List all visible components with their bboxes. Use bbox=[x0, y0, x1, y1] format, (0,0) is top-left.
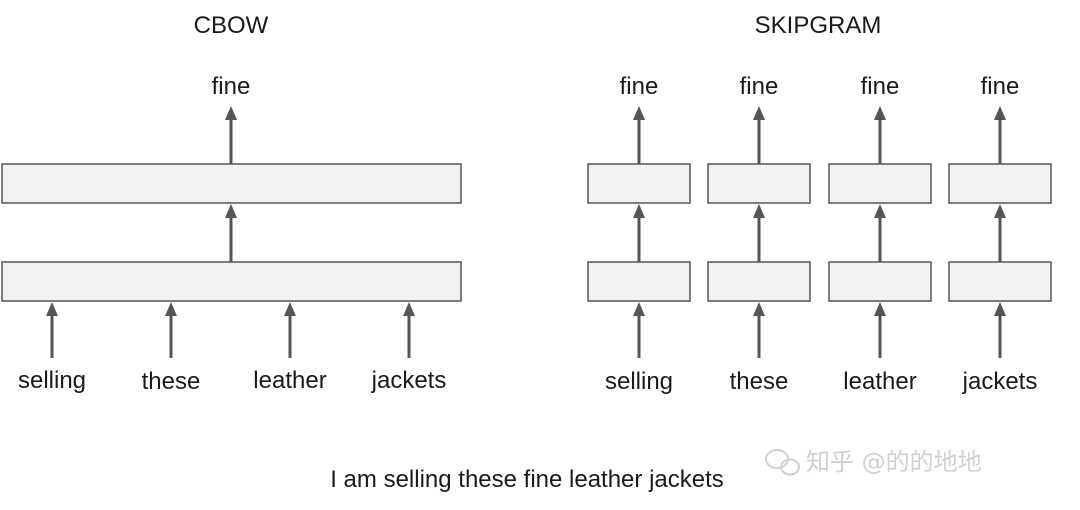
skipgram-hidden-box-3 bbox=[828, 261, 932, 302]
cbow-input-arrow-selling bbox=[46, 302, 58, 358]
skipgram-output-arrow-1 bbox=[633, 106, 645, 164]
cbow-hidden-layer bbox=[1, 261, 462, 302]
skipgram-projection-box-3 bbox=[828, 163, 932, 204]
skipgram-projection-box-1 bbox=[587, 163, 691, 204]
skipgram-input-label-these: these bbox=[730, 368, 789, 395]
skipgram-output-arrow-2 bbox=[753, 106, 765, 164]
skipgram-input-arrow-2 bbox=[753, 302, 765, 358]
skipgram-title: SKIPGRAM bbox=[755, 12, 882, 39]
skipgram-input-arrow-1 bbox=[633, 302, 645, 358]
cbow-input-label-leather: leather bbox=[253, 367, 326, 394]
skipgram-input-label-leather: leather bbox=[843, 368, 916, 395]
skipgram-hidden-box-1 bbox=[587, 261, 691, 302]
cbow-input-label-these: these bbox=[142, 368, 201, 395]
skipgram-input-arrow-3 bbox=[874, 302, 886, 358]
skipgram-middle-arrow-4 bbox=[994, 204, 1006, 262]
skipgram-input-label-jackets: jackets bbox=[962, 368, 1038, 395]
cbow-output-label: fine bbox=[212, 73, 251, 100]
skipgram-input-label-selling: selling bbox=[605, 368, 673, 395]
watermark-text: 知乎 @的的地地 bbox=[806, 448, 982, 476]
watermark: 知乎 @的的地地 bbox=[765, 448, 982, 476]
skipgram-output-label-2: fine bbox=[740, 73, 779, 100]
skipgram-projection-box-2 bbox=[707, 163, 811, 204]
cbow-middle-arrow bbox=[225, 204, 237, 262]
skipgram-output-label-1: fine bbox=[620, 73, 659, 100]
skipgram-hidden-box-2 bbox=[707, 261, 811, 302]
skipgram-output-label-3: fine bbox=[861, 73, 900, 100]
skipgram-projection-box-4 bbox=[948, 163, 1052, 204]
skipgram-hidden-box-4 bbox=[948, 261, 1052, 302]
cbow-input-arrow-leather bbox=[284, 302, 296, 358]
skipgram-middle-arrow-2 bbox=[753, 204, 765, 262]
cbow-input-arrow-jackets bbox=[403, 302, 415, 358]
skipgram-middle-arrow-1 bbox=[633, 204, 645, 262]
cbow-title: CBOW bbox=[194, 12, 269, 39]
skipgram-output-label-4: fine bbox=[981, 73, 1020, 100]
skipgram-output-arrow-3 bbox=[874, 106, 886, 164]
cbow-input-label-jackets: jackets bbox=[371, 367, 447, 394]
skipgram-middle-arrow-3 bbox=[874, 204, 886, 262]
cbow-input-label-selling: selling bbox=[18, 367, 86, 394]
cbow-input-arrow-these bbox=[165, 302, 177, 358]
cbow-projection-layer bbox=[1, 163, 462, 204]
wechat-icon bbox=[765, 449, 800, 476]
sentence-caption: I am selling these fine leather jackets bbox=[330, 466, 724, 493]
cbow-output-arrow bbox=[225, 106, 237, 164]
skipgram-input-arrow-4 bbox=[994, 302, 1006, 358]
skipgram-output-arrow-4 bbox=[994, 106, 1006, 164]
